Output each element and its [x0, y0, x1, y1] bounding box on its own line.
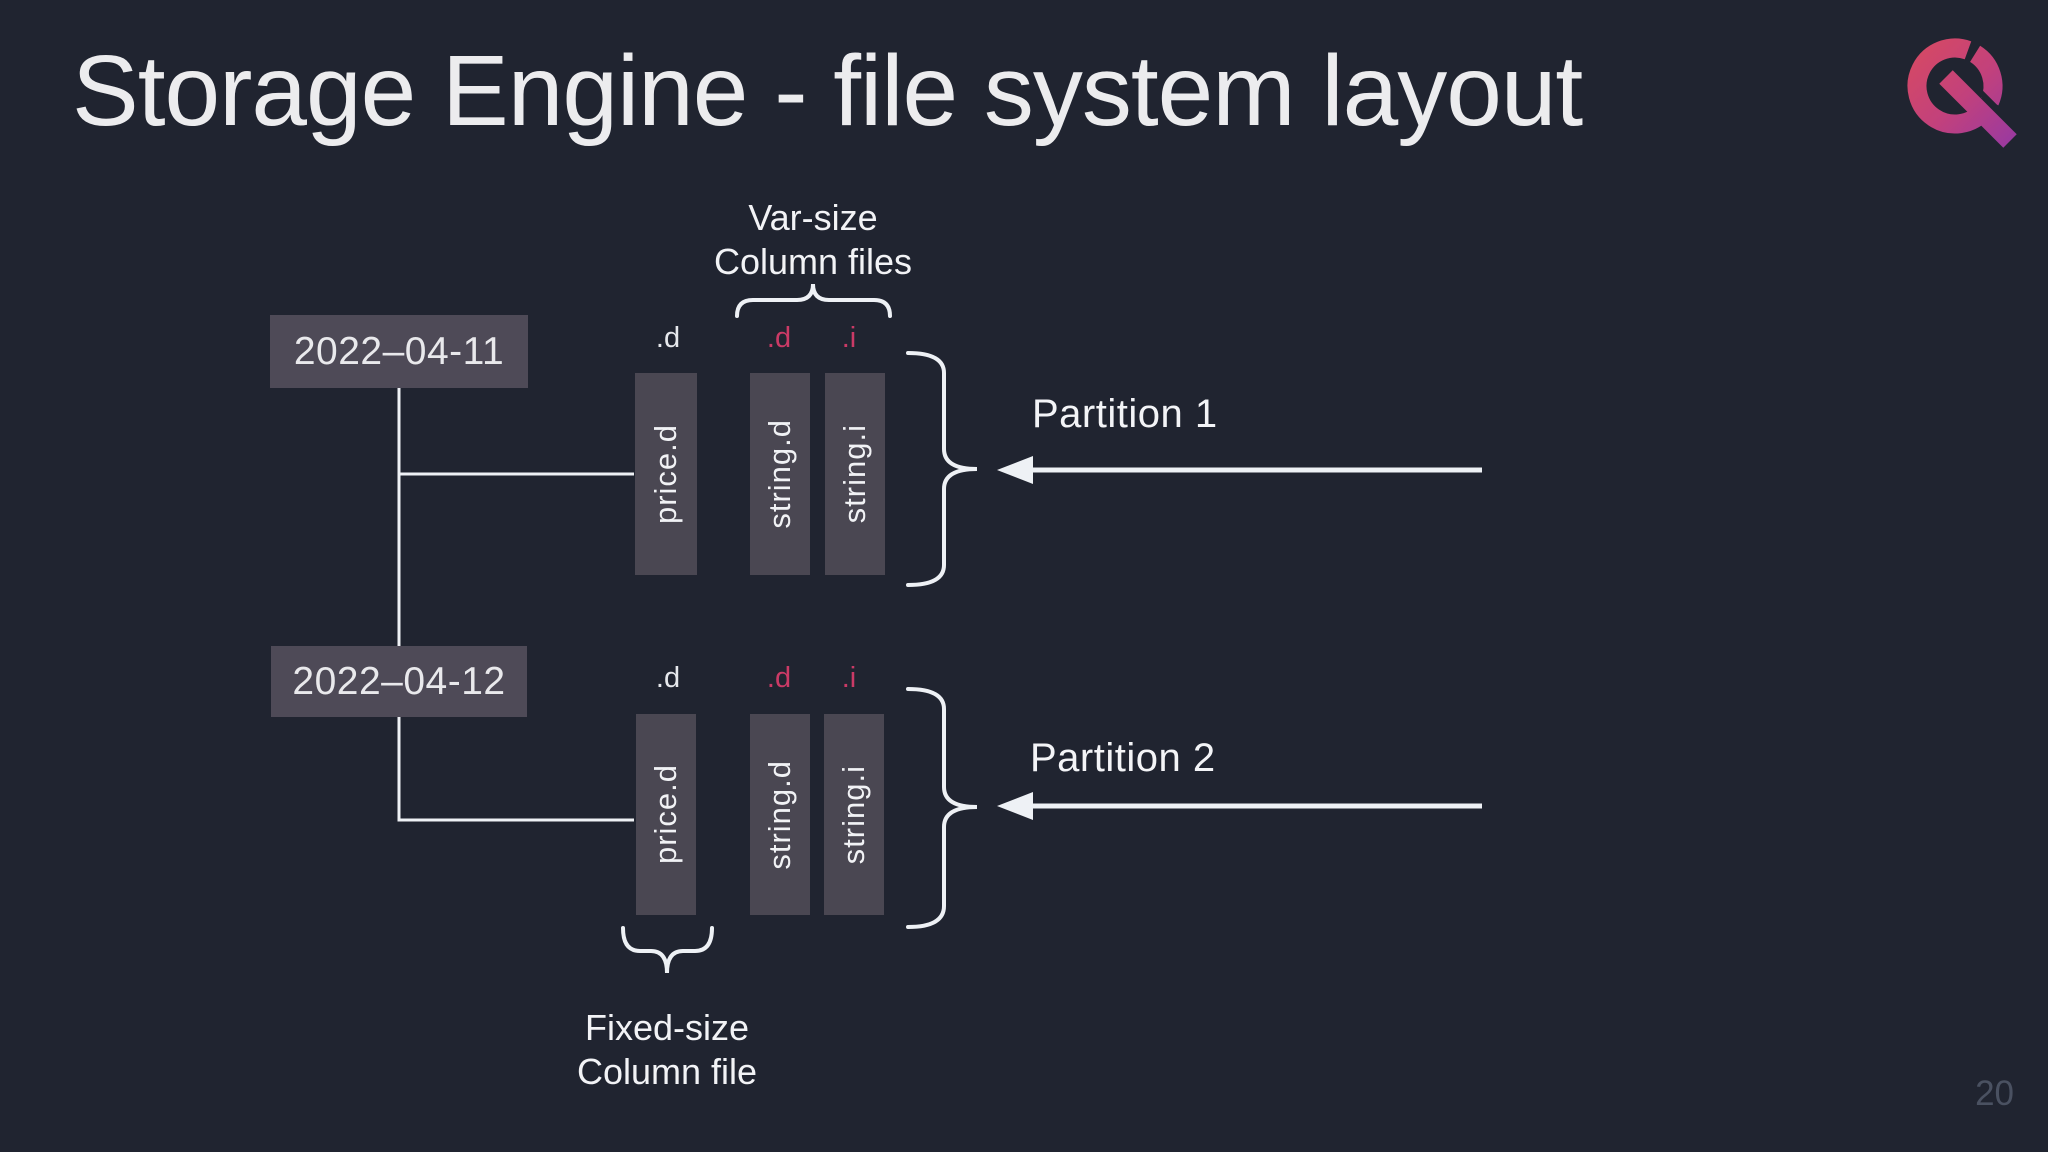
ext-label-string-i-p1: .i [841, 322, 857, 354]
questdb-logo-icon [1907, 38, 2017, 148]
partition-1-arrow-head [997, 456, 1033, 484]
var-size-brace [735, 283, 892, 318]
partition-1-label: Partition 1 [1032, 392, 1218, 436]
file-box-price-d-p1: price.d [635, 373, 697, 575]
fixed-size-column-label: Fixed-size Column file [537, 1006, 797, 1094]
file-box-string-i-p2: string.i [824, 714, 884, 915]
date-box-2022-04-11: 2022–04-11 [270, 315, 528, 388]
fixed-size-line2: Column file [576, 1051, 758, 1092]
logo-main-arc [1907, 38, 1991, 134]
logo-notch [1975, 87, 2013, 125]
partition-2-brace [906, 687, 978, 929]
file-name-string-i-p2: string.i [836, 764, 871, 865]
file-name-string-i-p1: string.i [837, 424, 872, 524]
page-number: 20 [1975, 1074, 2014, 1113]
ext-label-price-d-p2: .d [655, 662, 681, 694]
file-name-price-d-p1: price.d [648, 423, 683, 525]
file-name-price-d-p2: price.d [648, 764, 683, 865]
partition-1-brace [906, 351, 978, 587]
branch-line-partition-2 [397, 717, 634, 822]
var-size-line1: Var-size [748, 197, 878, 238]
file-box-string-d-p2: string.d [750, 714, 810, 915]
file-box-string-i-p1: string.i [825, 373, 885, 575]
ext-label-string-d-p2: .d [766, 662, 792, 694]
var-size-line2: Column files [713, 241, 913, 282]
file-box-string-d-p1: string.d [750, 373, 810, 575]
file-name-string-d-p2: string.d [762, 759, 797, 870]
date-box-2022-04-12: 2022–04-12 [271, 646, 527, 717]
partition-2-label: Partition 2 [1030, 736, 1216, 780]
partition-2-arrow-head [997, 792, 1033, 820]
fixed-size-brace [621, 926, 714, 974]
slide-title: Storage Engine - file system layout [72, 35, 1583, 147]
var-size-columns-label: Var-size Column files [683, 196, 943, 284]
ext-label-string-d-p1: .d [766, 322, 792, 354]
file-box-price-d-p2: price.d [636, 714, 696, 915]
logo-small-arc [1969, 45, 2003, 106]
fixed-size-line1: Fixed-size [584, 1007, 750, 1048]
ext-label-price-d-p1: .d [655, 322, 681, 354]
logo-tail [1939, 70, 2017, 148]
file-name-string-d-p1: string.d [762, 419, 797, 529]
ext-label-string-i-p2: .i [841, 662, 857, 694]
